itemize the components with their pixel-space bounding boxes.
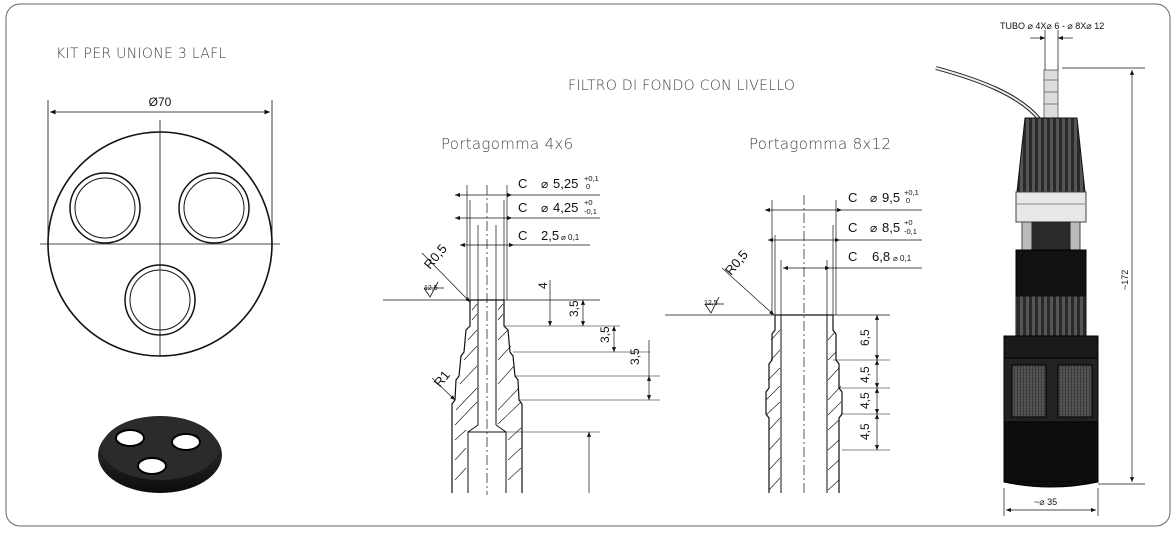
callout-2: C ⌀ 4,25 +0 -0,1 [518,198,597,216]
portagomma-8x12-labels: R0,5 12,5 6,5 4,5 4,5 4,5 C ⌀ 9,5 +0,1 0… [704,188,919,440]
svg-text:2,5: 2,5 [541,228,559,243]
kit-disc-drawing: Ø70 [40,95,280,357]
svg-text:0: 0 [906,196,910,205]
hole-right [178,172,250,244]
height-label: ~172 [1120,270,1130,290]
radius-label: R0,5 [722,247,751,278]
svg-text:⌀ 0,1: ⌀ 0,1 [893,254,912,263]
filter-product-image [935,66,1099,488]
dim-label: 3,5 [598,326,612,343]
filter-labels: TUBO ⌀ 4X⌀ 6 - ⌀ 8X⌀ 12 ~172 ~⌀ 35 [1000,21,1130,507]
svg-text:C: C [518,228,527,243]
dim-label: 4,5 [858,423,872,440]
svg-text:0: 0 [586,182,590,191]
filter-dimensions [1003,30,1145,516]
hole-left [69,172,141,244]
portagomma-8x12-drawing [665,195,922,495]
portagomma-4x6-labels: R0,5 R1 12,5 4 3,5 3,5 3,5 C ⌀ 5,25 +0,1… [421,174,642,390]
roughness-label: 12,5 [424,285,438,292]
svg-text:⌀: ⌀ [541,177,548,191]
svg-text:-0,1: -0,1 [584,207,597,216]
callout-3: C 2,5 ⌀ 0,1 [518,228,580,243]
filtro-title: FILTRO DI FONDO CON LIVELLO [568,78,796,94]
svg-text:5,25: 5,25 [553,176,578,191]
svg-text:⌀ 0,1: ⌀ 0,1 [561,233,580,242]
svg-text:⌀: ⌀ [541,201,548,215]
svg-text:C: C [518,200,527,215]
svg-text:-0,1: -0,1 [904,227,917,236]
radius-label: R0,5 [421,241,450,272]
portagomma-4x6-drawing [383,185,660,495]
svg-text:+0,1: +0,1 [904,188,919,197]
svg-text:+0: +0 [904,218,913,227]
frame-border [5,3,1171,527]
svg-text:C: C [848,220,857,235]
dim-label: 4,5 [858,366,872,383]
svg-text:6,8: 6,8 [872,249,890,264]
dim-label: 6,5 [858,329,872,346]
gasket-image [98,416,222,493]
svg-text:+0: +0 [584,198,593,207]
callout-1: C ⌀ 5,25 +0,1 0 [518,174,599,191]
svg-text:C: C [518,176,527,191]
svg-text:C: C [848,249,857,264]
width-label: ~⌀ 35 [1034,497,1057,507]
svg-text:9,5: 9,5 [882,190,900,205]
diameter-label: Ø70 [149,95,172,109]
dim-label: 3,5 [567,300,581,317]
radius-label: R1 [431,368,453,390]
svg-text:C: C [848,190,857,205]
svg-text:⌀: ⌀ [870,221,877,235]
tubo-label: TUBO ⌀ 4X⌀ 6 - ⌀ 8X⌀ 12 [1000,21,1104,31]
roughness-label: 12,5 [704,300,718,307]
callout-1: C ⌀ 9,5 +0,1 0 [848,188,919,205]
callout-2: C ⌀ 8,5 +0 -0,1 [848,218,917,236]
dim-label: 3,5 [628,348,642,365]
svg-text:4,25: 4,25 [553,200,578,215]
portagomma-8x12-title: Portagomma 8x12 [749,135,892,153]
kit-title: KIT PER UNIONE 3 LAFL [56,46,227,62]
portagomma-4x6-title: Portagomma 4x6 [441,135,574,153]
callout-3: C 6,8 ⌀ 0,1 [848,249,912,264]
dim-label: 4 [536,282,550,289]
svg-text:8,5: 8,5 [882,220,900,235]
svg-text:+0,1: +0,1 [584,174,599,183]
dim-label: 4,5 [858,392,872,409]
svg-text:⌀: ⌀ [870,191,877,205]
